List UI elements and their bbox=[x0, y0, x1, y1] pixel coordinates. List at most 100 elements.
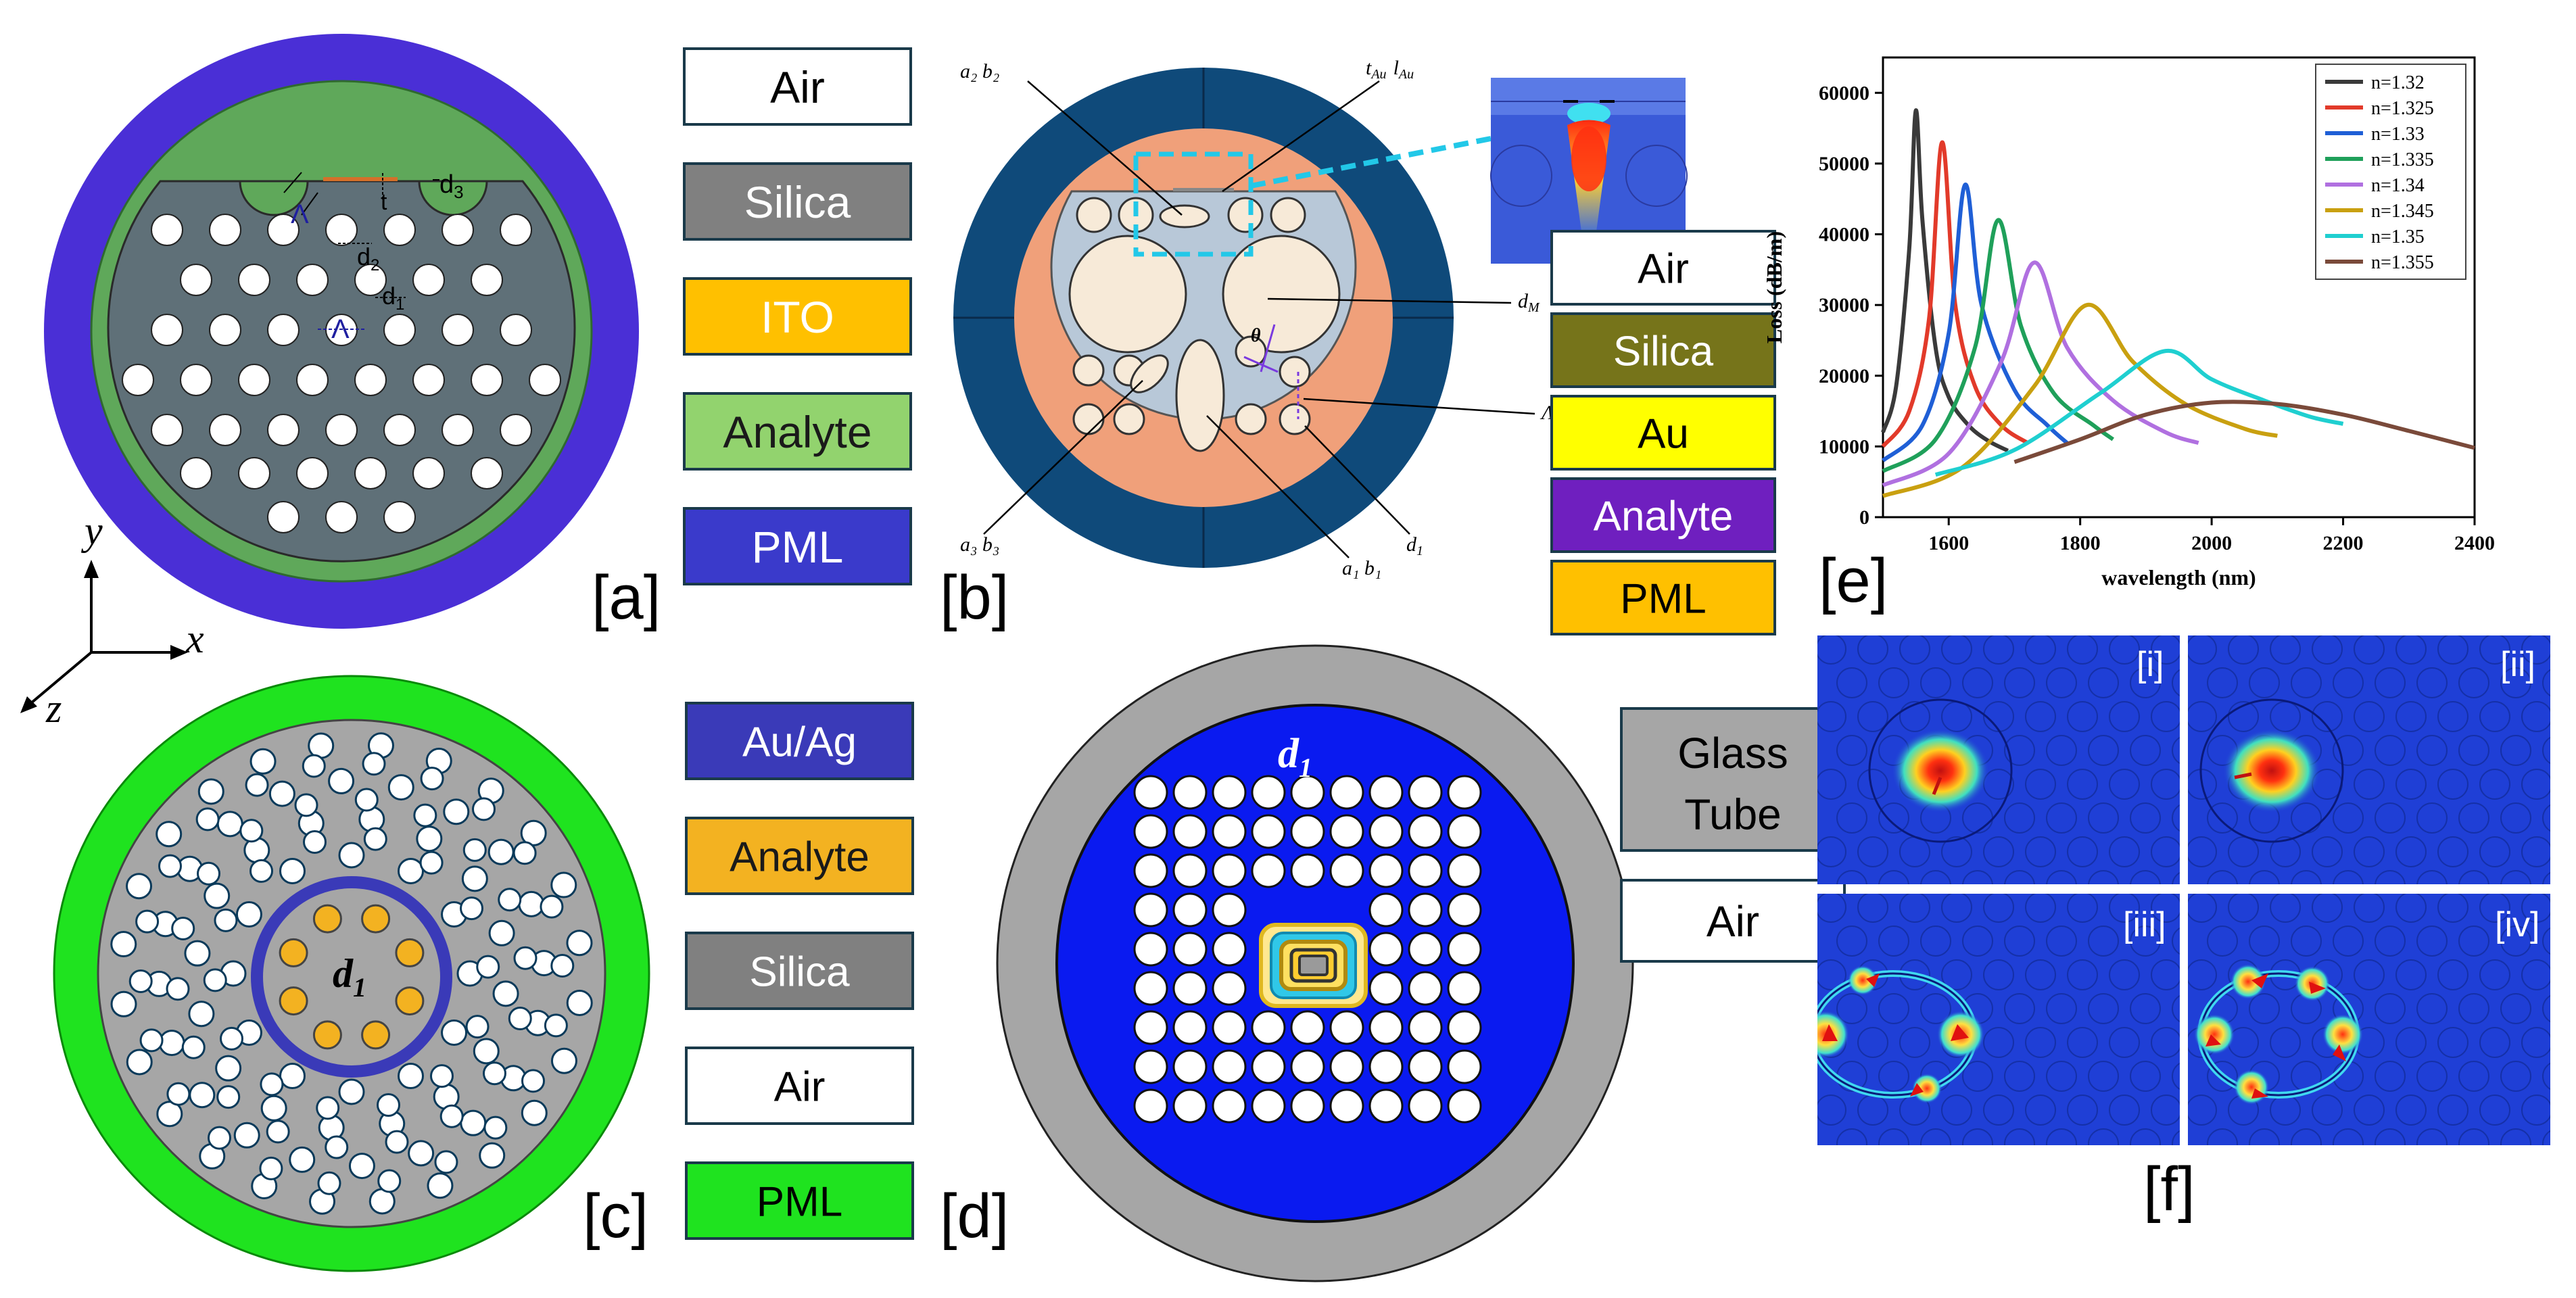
f-label-i: [i] bbox=[2137, 645, 2164, 684]
lattice-hole bbox=[2416, 667, 2448, 698]
lattice-hole bbox=[2046, 926, 2077, 957]
lattice-hole bbox=[2521, 1027, 2550, 1058]
air-hole bbox=[1172, 1010, 1208, 1045]
legend-label: Silica bbox=[1613, 328, 1714, 375]
lattice-hole bbox=[2172, 927, 2180, 955]
analyte-hole bbox=[361, 1020, 391, 1050]
legend-swatch bbox=[685, 1047, 914, 1125]
air-hole bbox=[184, 940, 211, 967]
air-hole bbox=[1290, 775, 1325, 810]
air-hole bbox=[1408, 853, 1443, 888]
a-panel-label: [a] bbox=[592, 563, 661, 632]
air-hole bbox=[126, 873, 153, 900]
air-hole bbox=[1329, 1049, 1364, 1084]
lattice-hole bbox=[2333, 667, 2364, 698]
air-hole bbox=[249, 859, 274, 883]
air-hole bbox=[238, 364, 270, 396]
legend-label: Air bbox=[1707, 897, 1759, 946]
lattice-hole bbox=[2416, 802, 2448, 834]
lattice-hole bbox=[2521, 959, 2550, 990]
lattice-hole bbox=[2479, 894, 2510, 923]
legend-label: Au/Ag bbox=[742, 719, 857, 765]
air-hole bbox=[1368, 814, 1404, 849]
lattice-hole bbox=[2521, 635, 2550, 665]
air-hole bbox=[398, 1063, 424, 1090]
lattice-hole bbox=[2249, 1128, 2280, 1145]
lattice-hole bbox=[2067, 836, 2098, 867]
f-label-iv: [iv] bbox=[2495, 905, 2539, 944]
air-hole bbox=[550, 871, 577, 898]
lattice-hole bbox=[2542, 1062, 2550, 1090]
lattice-hole bbox=[2458, 993, 2489, 1024]
x-tick-label: 2200 bbox=[2323, 532, 2364, 554]
lattice-hole bbox=[2188, 701, 2217, 732]
lattice-hole bbox=[2088, 667, 2119, 698]
lattice-hole bbox=[2207, 1061, 2238, 1092]
lattice-hole bbox=[1983, 836, 2014, 867]
air-hole bbox=[1290, 814, 1325, 849]
lattice-hole bbox=[1836, 993, 1867, 1024]
air-hole bbox=[412, 364, 445, 396]
lattice-hole bbox=[2130, 993, 2161, 1024]
air-hole bbox=[1212, 1088, 1247, 1124]
lattice-hole bbox=[2151, 635, 2180, 665]
air-hole bbox=[1172, 814, 1208, 849]
lattice-hole bbox=[1878, 993, 1909, 1024]
series-line bbox=[1881, 183, 2069, 462]
air-hole bbox=[325, 501, 358, 533]
air-hole bbox=[354, 264, 387, 296]
lattice-hole bbox=[2130, 667, 2161, 698]
lattice-hole bbox=[2207, 802, 2238, 834]
air-hole bbox=[110, 990, 137, 1017]
air-hole bbox=[110, 931, 137, 958]
lattice-hole bbox=[2333, 926, 2364, 957]
air-hole bbox=[471, 457, 503, 489]
lattice-hole bbox=[2437, 769, 2468, 800]
legend-entry: n=1.32 bbox=[2371, 72, 2425, 93]
air-hole bbox=[492, 980, 519, 1007]
lattice-hole bbox=[2067, 701, 2098, 732]
air-hole bbox=[1447, 1010, 1482, 1045]
lattice-hole bbox=[2437, 635, 2468, 665]
lattice-hole bbox=[1836, 926, 1867, 957]
air-hole bbox=[245, 773, 269, 797]
air-hole bbox=[473, 1038, 500, 1065]
a-d1-label: d1 bbox=[382, 282, 404, 314]
lattice-hole bbox=[2521, 836, 2550, 867]
lattice-hole bbox=[1878, 870, 1909, 884]
air-hole bbox=[521, 1099, 548, 1126]
air-hole bbox=[1251, 775, 1286, 810]
lattice-hole bbox=[2416, 735, 2448, 766]
lattice-hole bbox=[2416, 993, 2448, 1024]
lattice-hole bbox=[2270, 635, 2301, 665]
lattice-hole bbox=[2416, 1128, 2448, 1145]
air-hole bbox=[1447, 853, 1482, 888]
lattice-hole bbox=[2500, 735, 2531, 766]
lattice-hole bbox=[2437, 701, 2468, 732]
lattice-hole bbox=[2542, 736, 2550, 765]
x-tick-label: 2400 bbox=[2454, 532, 2495, 554]
a-side-channel-left bbox=[239, 180, 309, 216]
lattice-hole bbox=[2004, 870, 2035, 884]
air-hole bbox=[325, 214, 358, 246]
air-hole bbox=[1251, 1010, 1286, 1045]
lattice-hole bbox=[2521, 894, 2550, 923]
d-air-holes bbox=[1133, 775, 1482, 1124]
lattice-hole bbox=[2004, 1061, 2035, 1092]
c-analyte-holes bbox=[279, 904, 425, 1050]
air-hole bbox=[289, 1146, 316, 1173]
lattice-hole bbox=[1920, 870, 1951, 884]
lattice-hole bbox=[2437, 1095, 2468, 1126]
lattice-hole bbox=[2354, 836, 2385, 867]
lattice-hole bbox=[2458, 802, 2489, 834]
air-hole bbox=[189, 1082, 216, 1109]
air-hole bbox=[387, 774, 414, 801]
air-hole bbox=[325, 1135, 349, 1159]
air-hole bbox=[1172, 1088, 1208, 1124]
air-hole bbox=[260, 1095, 287, 1122]
lattice-hole bbox=[1817, 635, 1846, 665]
lattice-hole bbox=[2521, 701, 2550, 732]
